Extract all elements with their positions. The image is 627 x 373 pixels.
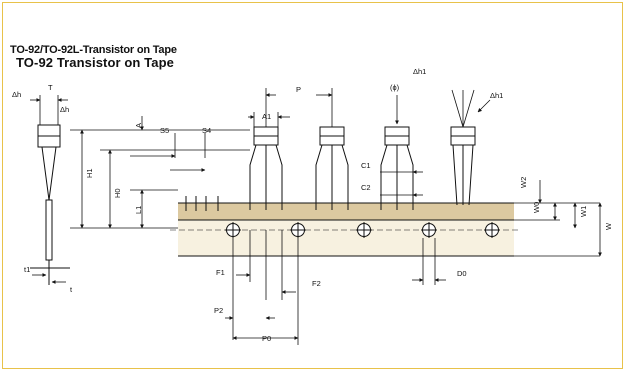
sprocket-holes — [225, 222, 500, 238]
label-c2: C2 — [361, 183, 371, 192]
label-t-top: T — [48, 83, 53, 92]
label-phi: (ɸ) — [390, 83, 400, 92]
label-t: t — [70, 285, 73, 294]
label-w: W — [604, 222, 613, 230]
label-h0: H0 — [113, 188, 122, 198]
label-h1: H1 — [85, 168, 94, 178]
title-secondary: TO-92 Transistor on Tape — [16, 55, 174, 70]
label-c1: C1 — [361, 161, 371, 170]
label-w1: W1 — [579, 206, 588, 217]
transistor-bodies — [249, 126, 476, 210]
label-s5: S5 — [160, 126, 169, 135]
label-d0: D0 — [457, 269, 467, 278]
label-p2: P2 — [214, 306, 223, 315]
adhesive-tape-band — [178, 203, 514, 220]
label-delta-h-small: Δh — [60, 105, 69, 114]
label-f1: F1 — [216, 268, 225, 277]
label-p0: P0 — [262, 334, 271, 343]
label-delta-h1-a: Δh1 — [413, 67, 426, 76]
label-w0: W0 — [532, 202, 541, 213]
drawing-frame — [2, 2, 623, 369]
label-delta-h-left: Δh — [12, 90, 21, 99]
label-s4: S4 — [202, 126, 211, 135]
side-view — [30, 124, 70, 285]
label-a1: A1 — [262, 112, 271, 121]
label-w2: W2 — [519, 177, 528, 188]
label-l1: L1 — [134, 206, 143, 214]
label-t1: t1 — [24, 265, 30, 274]
label-p: P — [296, 85, 301, 94]
label-f2: F2 — [312, 279, 321, 288]
label-delta-h1-b: Δh1 — [490, 91, 503, 100]
title-primary: TO-92/TO-92L-Transistor on Tape — [10, 44, 177, 56]
label-a: A — [134, 123, 143, 128]
